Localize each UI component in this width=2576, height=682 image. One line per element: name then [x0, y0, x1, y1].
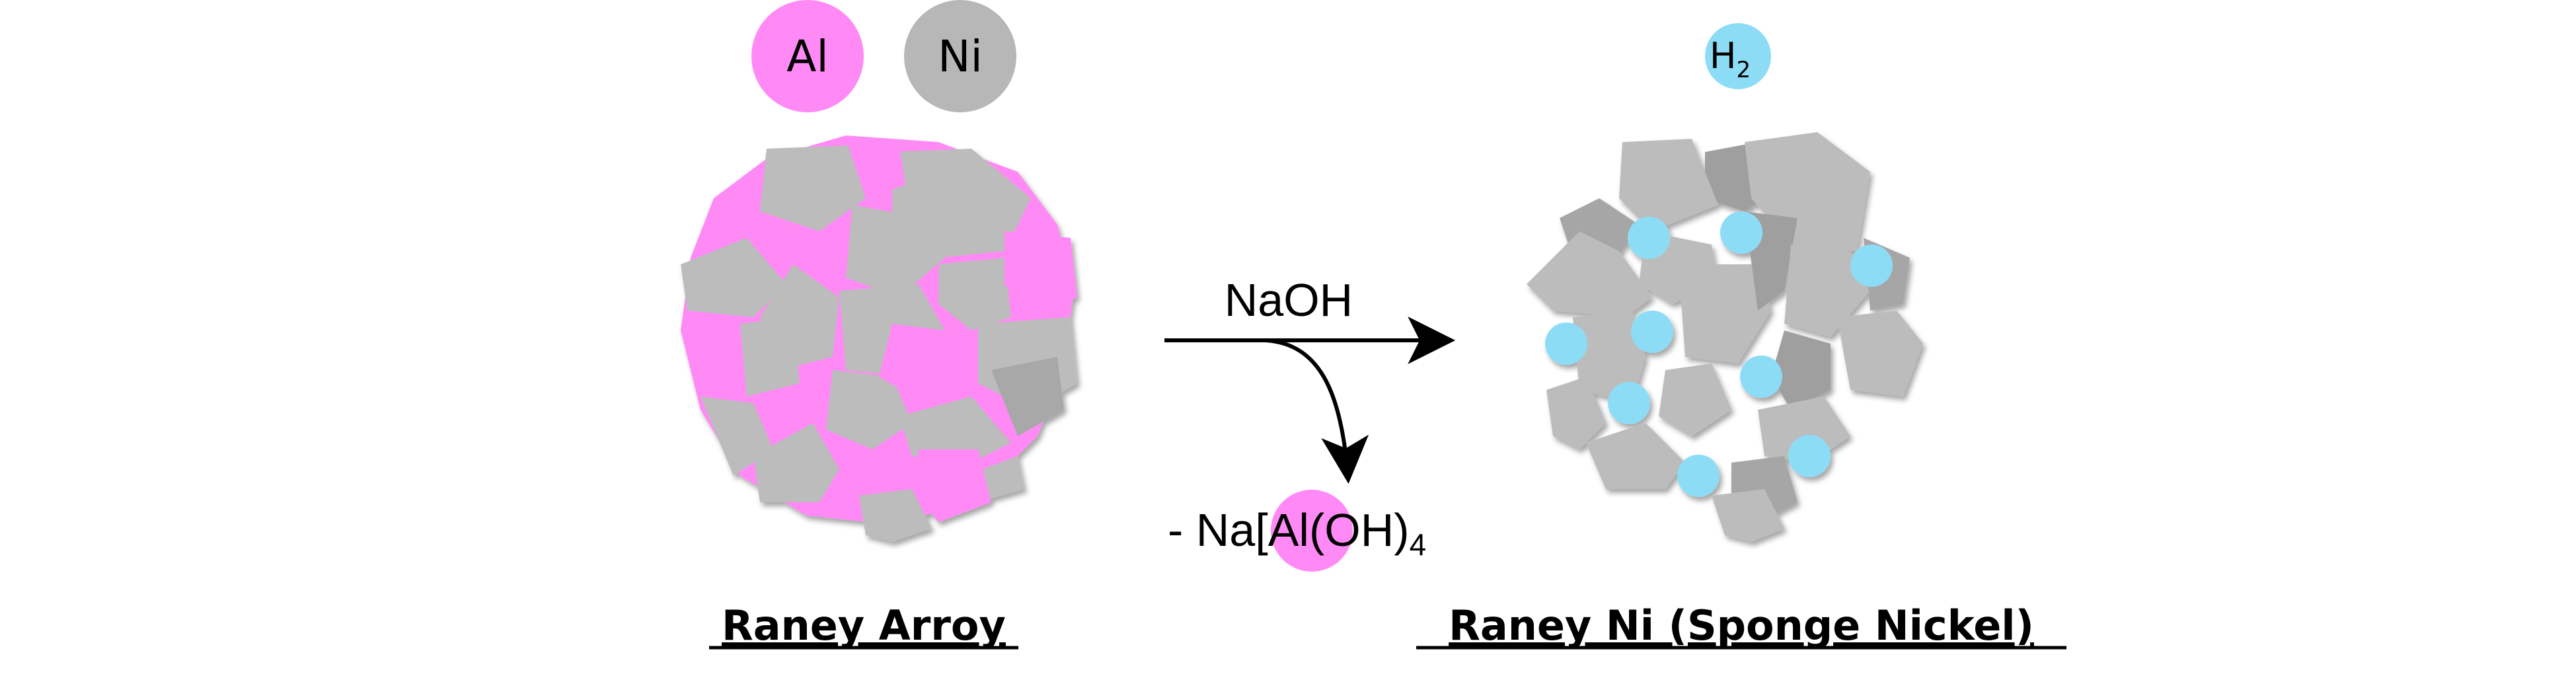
byproduct-prefix: - Na[ [1168, 504, 1268, 556]
sponge-ni-grain [1546, 377, 1606, 449]
alloy-ni-grain [846, 205, 945, 297]
h2-bubble [1720, 211, 1762, 254]
alloy-ni-grain [991, 357, 1064, 436]
caption-raney-ni: Raney Ni (Sponge Nickel) [1449, 601, 2034, 650]
sponge-ni-grain [1771, 330, 1831, 410]
h2-bubble [1628, 217, 1670, 259]
h2-badge-label: H2 [1710, 35, 1751, 83]
alloy-ni-grain [899, 397, 1011, 463]
raney-ni-particle [1527, 132, 1923, 542]
h2-bubble [1608, 382, 1650, 424]
alloy-ni-grain [760, 145, 866, 231]
h2-bubble [1677, 455, 1720, 497]
byproduct-subscript: 4 [1410, 527, 1427, 562]
alloy-al-grain [1004, 231, 1077, 317]
h2-badge: H2 [1705, 23, 1771, 89]
sponge-ni-grain [1659, 363, 1731, 436]
sponge-ni-grain [1573, 311, 1646, 403]
h2-badge-symbol: H [1710, 35, 1737, 77]
alloy-ni-grain [740, 317, 800, 397]
byproduct-branch-arrow [1265, 338, 1369, 484]
h2-bubble [1850, 245, 1893, 287]
sponge-ni-grain [1679, 264, 1771, 363]
h2-badge-subscript: 2 [1736, 57, 1751, 83]
h2-bubble [1631, 311, 1673, 353]
alloy-al-grain [879, 324, 958, 397]
h2-bubble [1740, 356, 1782, 398]
alloy-al-grain [912, 449, 991, 522]
alloy-ni-grain [826, 370, 912, 449]
h2-badge-circle [1705, 23, 1771, 89]
alloy-ni-grain [753, 423, 839, 502]
alloy-ni-grain [938, 258, 1011, 330]
sponge-ni-grain [1586, 423, 1685, 489]
sponge-ni-grain [1784, 245, 1870, 337]
h2-bubble [1788, 435, 1831, 477]
byproduct-formula: - Na[Al(OH)4 [1168, 504, 1426, 562]
h2-bubble [1545, 322, 1587, 365]
sponge-ni-grain [1712, 489, 1784, 542]
reaction-arrow-group: NaOH [1164, 274, 1456, 484]
byproduct: - Na[Al(OH)4 [1168, 490, 1426, 572]
ni-legend-label: Ni [938, 31, 983, 82]
al-legend-circle [751, 0, 864, 112]
byproduct-metal: Al [1268, 504, 1309, 556]
byproduct-suffix: (OH) [1309, 504, 1410, 556]
sponge-ni-grain [1837, 311, 1923, 397]
caption-raney-alloy: Raney Arroy [722, 601, 1006, 650]
al-legend-label: Al [786, 31, 829, 82]
reagent-label: NaOH [1225, 274, 1353, 326]
raney-alloy-particle [681, 135, 1077, 542]
byproduct-al-highlight [1271, 490, 1353, 572]
alloy-ni-grain [859, 489, 932, 542]
alloy-ni-grain [681, 238, 786, 317]
legend: Al Ni [751, 0, 1016, 112]
alloy-al-grain [846, 139, 905, 198]
ni-legend-circle [904, 0, 1016, 112]
sponge-ni-grain [1527, 231, 1652, 317]
sponge-ni-grain [1619, 139, 1718, 231]
